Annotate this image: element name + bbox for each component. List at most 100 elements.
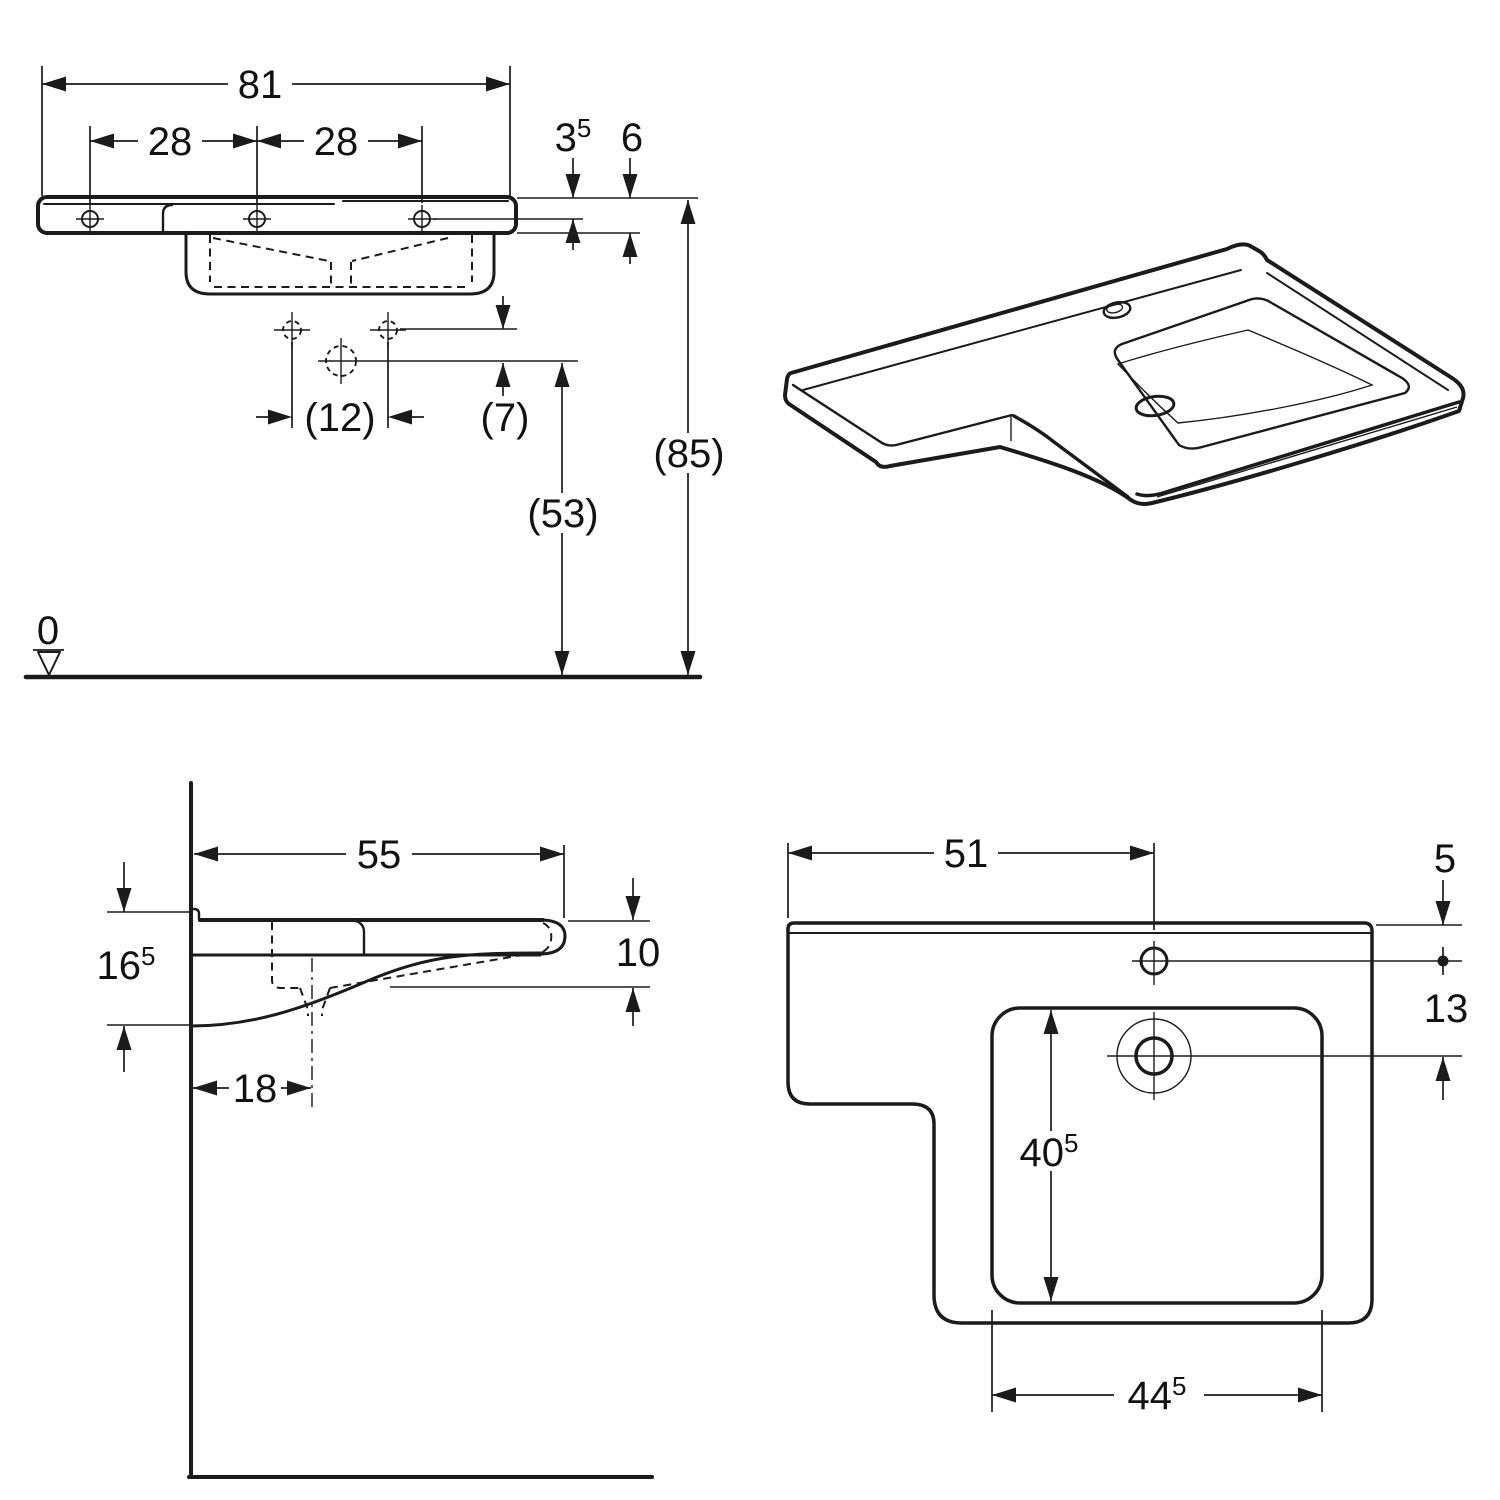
datum-zero-label: 0 — [37, 609, 59, 653]
mounting-hole-crosshair-v — [89, 205, 423, 234]
dim-arrow — [1043, 1277, 1059, 1301]
label-backing — [1114, 1377, 1204, 1417]
label-backing — [640, 433, 737, 473]
dim-heights: (53) (85) — [515, 200, 737, 675]
dim-arrow — [1435, 1057, 1451, 1081]
dim-arrow — [554, 651, 570, 675]
dim-label-tap-from-rear: 5 — [1434, 837, 1456, 881]
dim-bowl-inner-depth: 10 — [390, 878, 660, 1026]
dim-arrow — [398, 133, 422, 149]
dim-label-overall-width: 81 — [238, 63, 283, 107]
side-hidden-trap-funnel — [299, 987, 331, 1016]
dim-label-conn-to-drain: (7) — [481, 396, 530, 440]
label-backing — [304, 123, 368, 159]
basin-3d-silhouette — [783, 242, 1466, 506]
dim-label-drain-height: (53) — [527, 492, 598, 536]
label-backing — [934, 835, 998, 871]
dim-arrow — [268, 409, 292, 425]
basin-3d-right-rim-inner-line — [1266, 272, 1449, 391]
basin-3d-rim-underside-edge — [1156, 406, 1458, 498]
dim-label-conn-spacing: (12) — [304, 396, 375, 440]
dim-arrow — [622, 174, 638, 198]
dim-arrow — [680, 651, 696, 675]
dim-arrow — [42, 76, 66, 92]
dim-51-extension-lines — [787, 843, 1155, 930]
front-slab-outline — [36, 195, 518, 235]
plan-bowl-outline — [990, 1006, 1324, 1305]
basin-3d-rim-left-edge — [1012, 414, 1130, 499]
dim-rim-thickness: 35 6 — [434, 113, 698, 264]
basin-3d-bowl-rim-edge — [1113, 297, 1410, 450]
dim-arrow — [1298, 1387, 1322, 1403]
dim-10-ref-lines — [390, 920, 650, 988]
dim-81-extension-lines — [41, 66, 511, 196]
front-mounting-holes — [76, 205, 436, 234]
dim-label-bowl-inner-depth: 10 — [616, 931, 661, 975]
dim-tap-to-drain: 13 — [1424, 947, 1469, 1100]
label-backing — [515, 493, 612, 533]
side-hidden-rim-inner — [539, 922, 553, 954]
dim-label-overall-height: (85) — [653, 432, 724, 476]
dim-label-wall-edge-height: 165 — [97, 941, 156, 988]
dim-arrow — [1043, 1010, 1059, 1034]
dim-label-bowl-width: 445 — [1128, 1371, 1187, 1418]
dim-label-tap-to-drain: 13 — [1424, 987, 1469, 1031]
side-rim-bullnose — [540, 918, 567, 956]
label-backing — [346, 836, 412, 872]
side-mounting-tab — [189, 907, 201, 922]
dim-arrow — [992, 1387, 1016, 1403]
side-elevation-view: 55 165 10 18 — [97, 781, 660, 1479]
dim-label-edge-thickness: 6 — [621, 116, 643, 160]
side-hidden-bowl-slope — [329, 951, 541, 989]
dim-label-bowl-front-to-back: 405 — [1020, 1128, 1079, 1175]
basin-3d-bowl-floor-outline — [1116, 329, 1374, 424]
dim-arrow — [194, 846, 218, 862]
dim-bowl-front-to-back: 405 — [1007, 1010, 1095, 1301]
basin-3d-tap-hole-icon — [1102, 300, 1132, 320]
side-underside-curve — [189, 951, 545, 1028]
dim-arrow — [90, 133, 114, 149]
basin-3d-shelf-front-edge — [791, 383, 1014, 447]
dim-arrow — [625, 896, 641, 920]
label-backing — [228, 66, 292, 102]
wall-and-floor-lines — [187, 781, 654, 1479]
front-connection-holes — [274, 312, 406, 384]
dim-label-depth: 55 — [357, 833, 402, 877]
dim-28-extension-lines — [89, 126, 423, 203]
perspective-view — [783, 242, 1466, 506]
dim-arrow — [540, 846, 564, 862]
dim-label-hole-spacing-right: 28 — [314, 120, 359, 164]
dim-label-tap-from-left: 51 — [944, 832, 989, 876]
dim-overall-width: 81 — [41, 63, 511, 196]
front-elevation-view: 81 28 28 35 6 — [23, 63, 737, 680]
dim-arrow — [788, 845, 812, 861]
dim-arrow — [116, 888, 132, 912]
dim-arrow — [486, 76, 510, 92]
dim-connection-offsets: (12) (7) — [256, 296, 578, 440]
dim-arrow — [233, 133, 257, 149]
dim-bowl-width: 445 — [991, 1310, 1323, 1418]
label-backing — [138, 123, 202, 159]
dim-165-ref-lines — [107, 911, 189, 1026]
dim-arrow — [287, 1080, 311, 1096]
dim-label-drain-from-wall: 18 — [233, 1067, 278, 1111]
front-basin-seam — [161, 203, 174, 234]
dim-arrow — [193, 1080, 217, 1096]
datum-triangle-icon — [37, 651, 61, 676]
dim-label-hole-spacing-left: 28 — [148, 120, 193, 164]
connection-hole-crosshairs — [274, 312, 406, 348]
dim-arrow — [554, 363, 570, 387]
dim-arrow — [495, 305, 511, 329]
basin-3d-drain-hole-icon — [1134, 394, 1176, 418]
dim-wall-edge-height: 165 — [97, 862, 189, 1072]
front-hidden-funnel-left — [212, 237, 330, 262]
dim-depth: 55 — [194, 833, 565, 918]
dim-tap-from-rear: 5 — [1376, 837, 1462, 926]
dim-12-extension-lines — [291, 342, 389, 428]
plan-view: 51 5 13 405 — [786, 832, 1469, 1418]
dim-label-rim-to-hole: 35 — [555, 113, 592, 160]
dim-arrow — [1435, 901, 1451, 925]
dim-tap-from-left: 51 — [787, 832, 1155, 930]
